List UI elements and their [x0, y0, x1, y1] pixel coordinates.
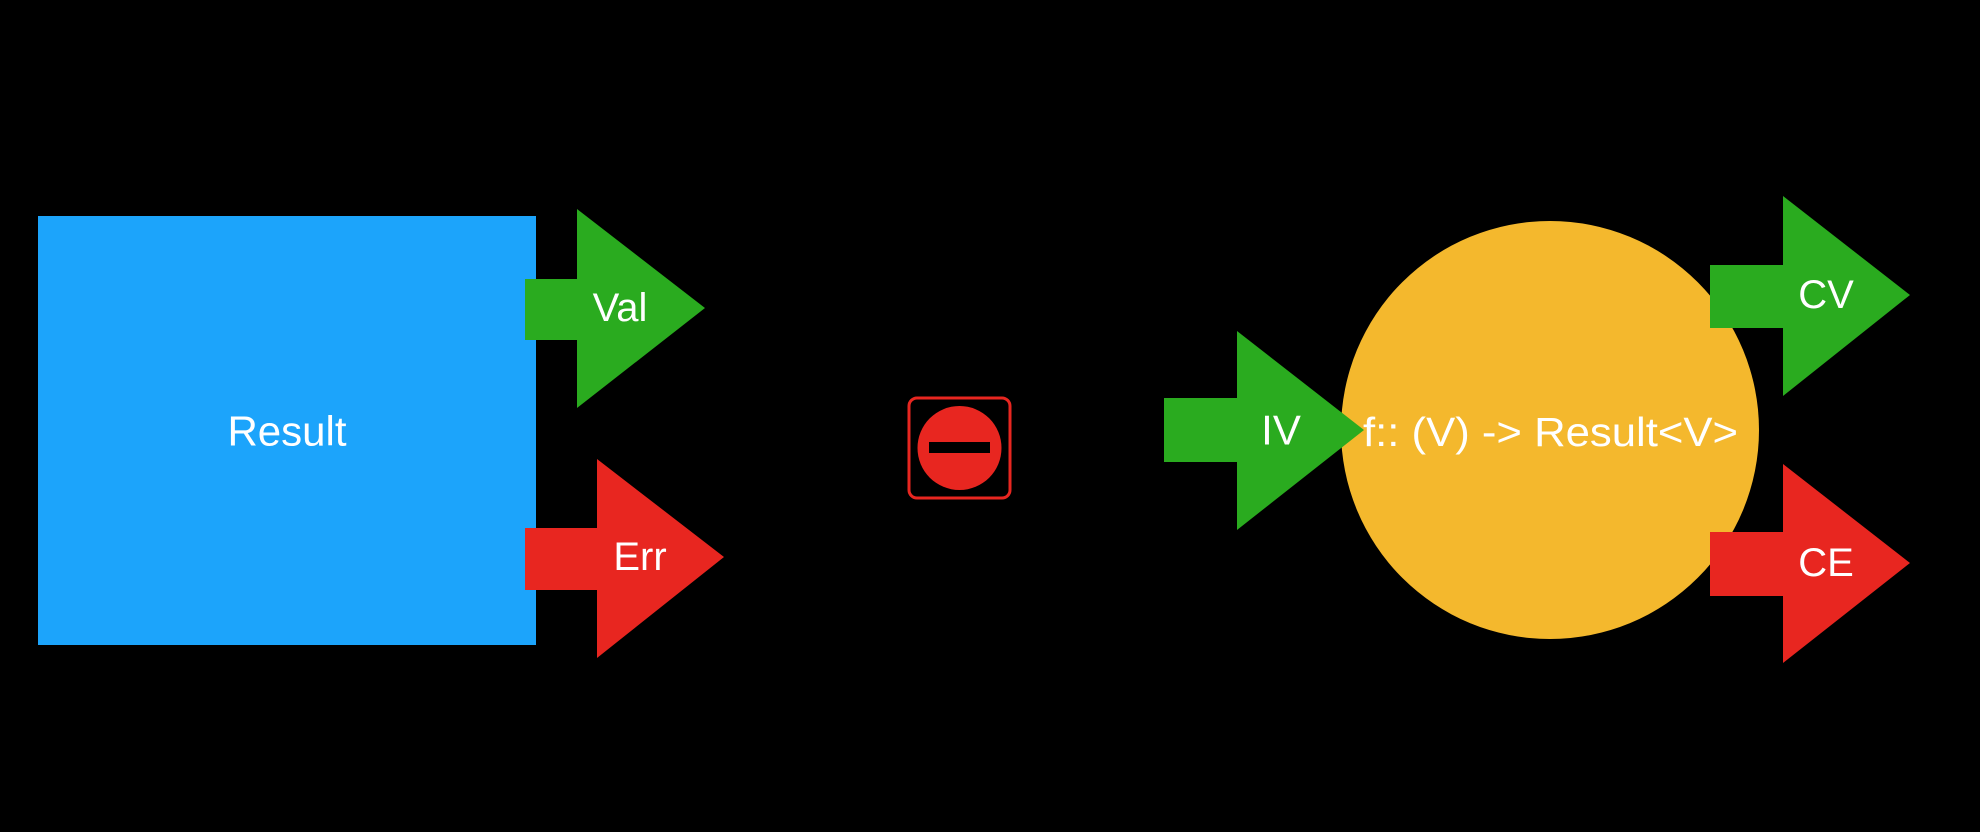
no-entry-icon: [907, 396, 1012, 500]
result-box-label: Result: [227, 408, 346, 455]
error-arrow: [525, 459, 724, 658]
error-out-arrow-label: CE: [1798, 541, 1854, 585]
error-out-arrow: [1710, 464, 1910, 663]
input-arrow-label: IV: [1261, 407, 1301, 454]
value-arrow-label: Val: [593, 286, 648, 330]
no-entry-icon-bar: [929, 442, 990, 453]
value-out-arrow: [1710, 196, 1910, 396]
function-circle-label: f:: (V) -> Result<V>: [1363, 409, 1738, 455]
value-out-arrow-label: CV: [1798, 273, 1854, 317]
result-group: Result Val Err: [38, 209, 724, 658]
result-box: [38, 216, 536, 645]
value-arrow: [525, 209, 705, 408]
input-arrow: [1164, 331, 1364, 530]
error-arrow-label: Err: [613, 535, 666, 579]
function-group: CV CE IV f:: (V) -> Result<V>: [1164, 196, 1910, 663]
function-circle: [1341, 221, 1759, 639]
no-entry-icon-frame: [907, 396, 1012, 500]
